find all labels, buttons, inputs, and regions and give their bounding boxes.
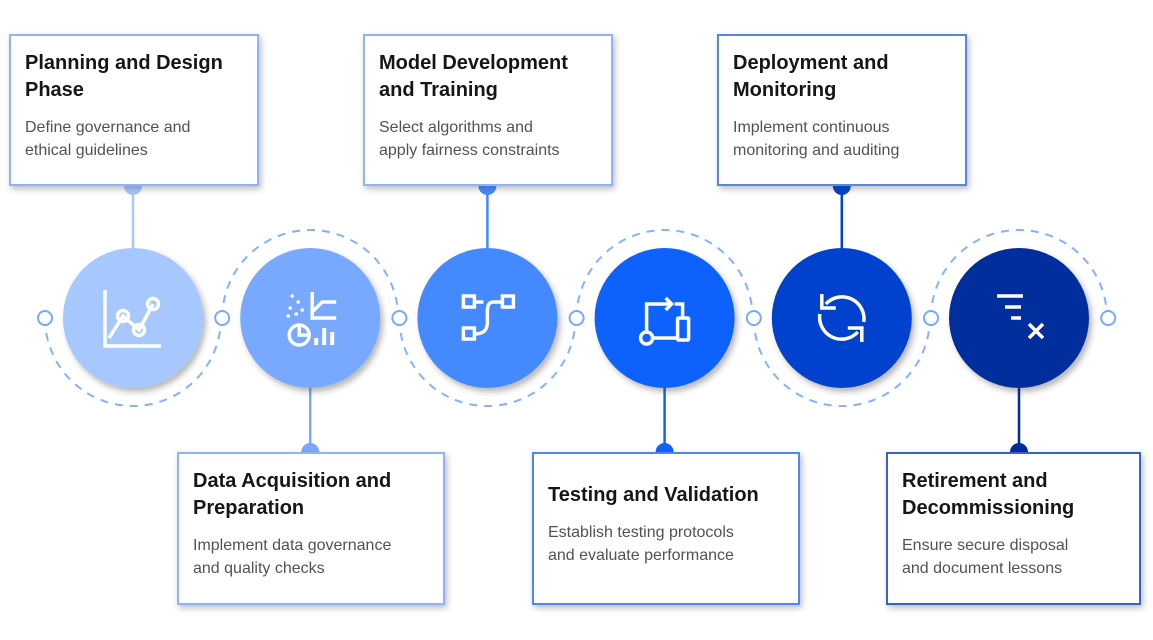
filter-remove-icon bbox=[997, 294, 1045, 340]
stage-circle bbox=[240, 248, 381, 388]
dashed-arc bbox=[752, 317, 931, 407]
stage-card-testing: Testing and Validation Establish testing… bbox=[532, 452, 800, 605]
dashed-arc bbox=[575, 229, 754, 319]
dashed-arc bbox=[221, 229, 400, 319]
stage-circle-group bbox=[63, 248, 1089, 388]
data-analytics-icon bbox=[286, 292, 337, 347]
stage-title: Testing and Validation bbox=[548, 484, 759, 506]
path-ring bbox=[214, 310, 231, 326]
stage-circle bbox=[771, 248, 912, 388]
flow-diagram-icon bbox=[461, 294, 516, 341]
path-ring bbox=[37, 310, 53, 326]
path-ring bbox=[391, 310, 408, 326]
path-ring bbox=[745, 310, 762, 326]
renew-icon bbox=[817, 294, 866, 342]
path-ring bbox=[1100, 310, 1117, 326]
dashed-arc bbox=[930, 229, 1108, 319]
stage-circle bbox=[594, 248, 735, 388]
path-ring bbox=[568, 310, 585, 326]
workflow-cycle-icon bbox=[638, 296, 691, 346]
path-ring bbox=[923, 310, 939, 326]
dashed-path-group bbox=[44, 229, 1108, 407]
line-chart-icon bbox=[103, 290, 161, 348]
dashed-arc bbox=[398, 317, 577, 407]
dashed-arc bbox=[44, 317, 222, 407]
path-ring-group bbox=[37, 310, 1117, 326]
stage-circle bbox=[63, 248, 203, 388]
